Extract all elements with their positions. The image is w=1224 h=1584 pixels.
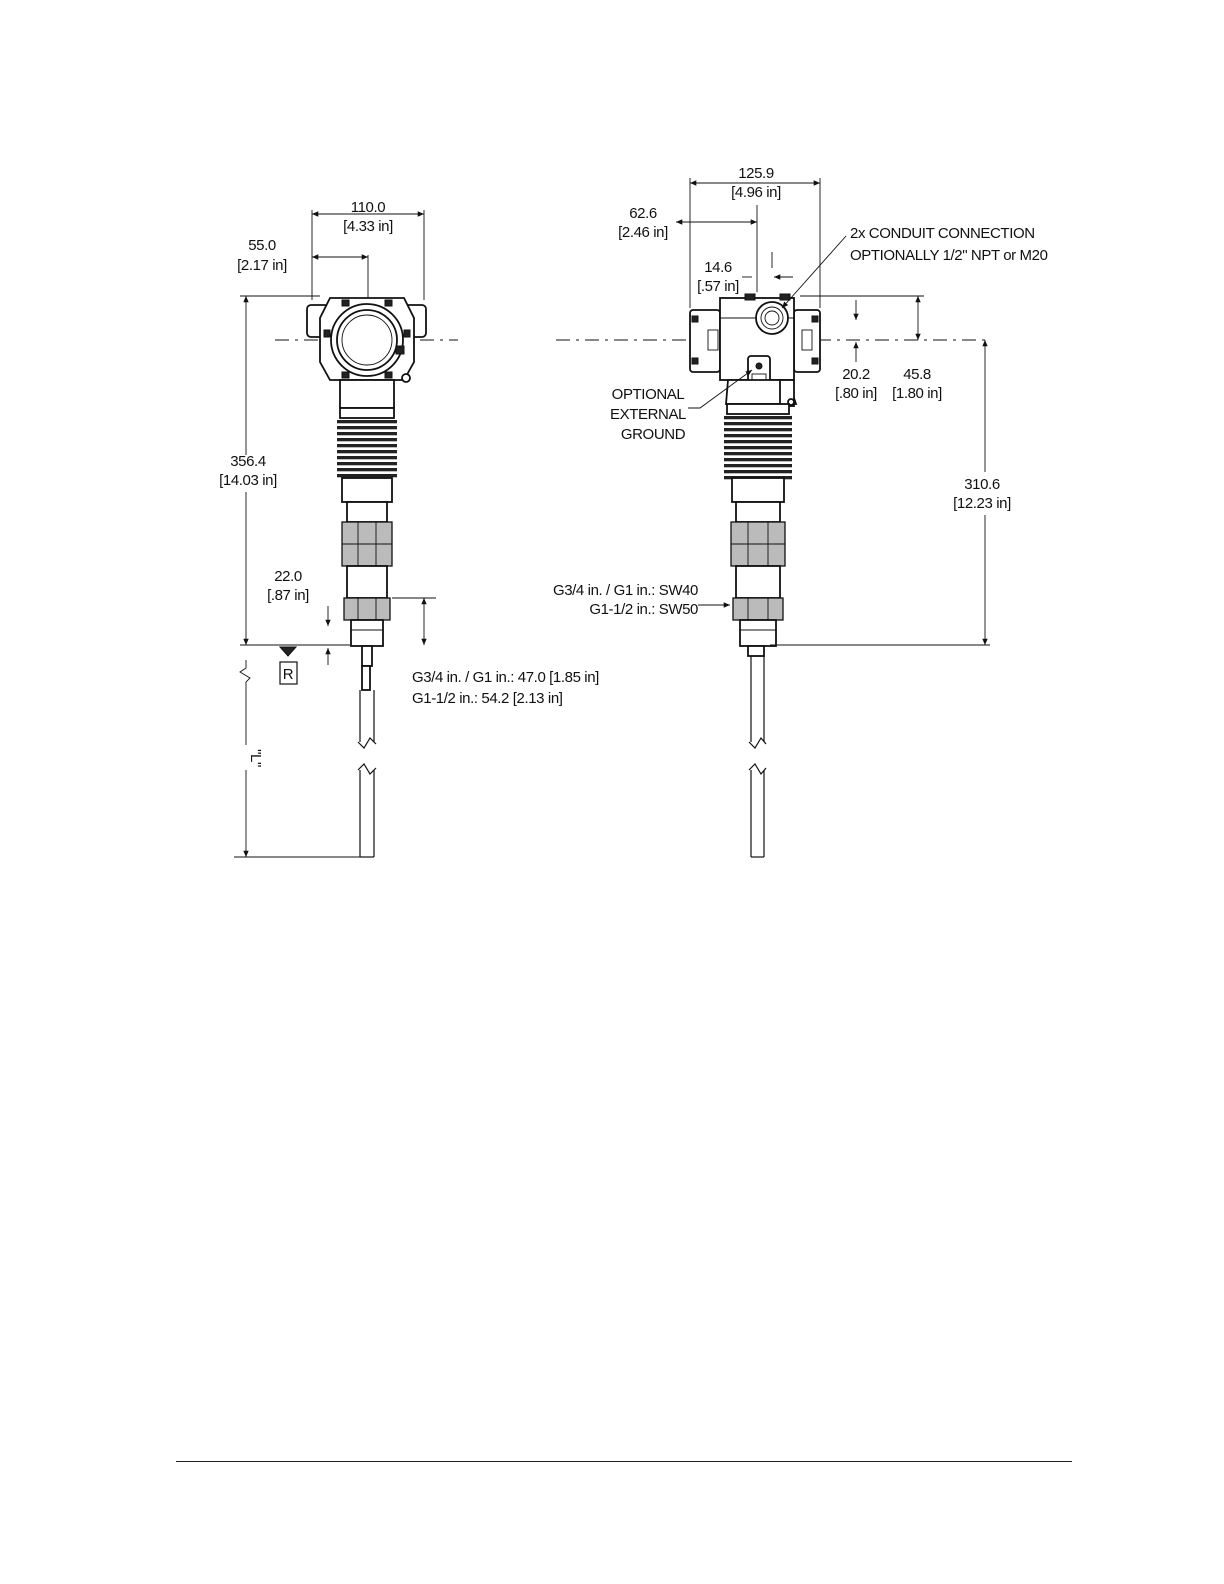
left-fitting-offset-in: [.87 in]: [267, 587, 309, 604]
right-top-height: 45.8: [903, 366, 931, 383]
right-center-height-in: [.80 in]: [835, 385, 877, 402]
cooling-fin: [337, 438, 397, 442]
cooling-fin: [337, 474, 397, 478]
cooling-fin: [724, 434, 792, 438]
cooling-fin: [337, 420, 397, 424]
footer-rule: [176, 1461, 1072, 1462]
left-thread-dim-1: G3/4 in. / G1 in.: 47.0 [1.85 in]: [412, 669, 599, 686]
left-cooling-fins: [337, 407, 397, 503]
right-conduit-offset: 14.6: [704, 259, 732, 276]
cooling-fin: [337, 468, 397, 472]
right-conduit-offset-in: [.57 in]: [697, 278, 739, 295]
right-body-height-in: [12.23 in]: [953, 495, 1011, 512]
probe-length-label: "L": [247, 749, 264, 767]
left-width-total-in: [4.33 in]: [343, 218, 393, 235]
right-width-partial: 62.6: [629, 205, 657, 222]
cooling-fin: [724, 452, 792, 456]
cooling-fin: [724, 416, 792, 420]
right-dimensions: [676, 178, 990, 646]
right-top-height-in: [1.80 in]: [892, 385, 942, 402]
left-fitting: [341, 501, 393, 647]
housing-bolts: [323, 299, 411, 379]
left-thread-dim-2: G1-1/2 in.: 54.2 [2.13 in]: [412, 690, 563, 707]
conduit-note-line-2: OPTIONALLY 1/2" NPT or M20: [850, 247, 1048, 264]
right-body-height: 310.6: [964, 476, 1000, 493]
left-probe: [357, 645, 377, 858]
cooling-fin: [724, 470, 792, 474]
right-width-total-in: [4.96 in]: [731, 184, 781, 201]
cooling-fin: [337, 426, 397, 430]
cooling-fin: [724, 446, 792, 450]
left-width-total: 110.0: [351, 199, 385, 216]
left-height-total-in: [14.03 in]: [219, 472, 277, 489]
cooling-fin: [337, 444, 397, 448]
right-view: 125.9 [4.96 in] 62.6 [2.46 in] 14.6 [.57…: [553, 165, 1048, 858]
cooling-fin: [337, 450, 397, 454]
right-center-height: 20.2: [842, 366, 870, 383]
conduit-note-line-1: 2x CONDUIT CONNECTION: [850, 225, 1035, 242]
right-width-partial-in: [2.46 in]: [618, 224, 668, 241]
cooling-fin: [337, 456, 397, 460]
right-cooling-fins: [724, 403, 792, 503]
cooling-fin: [724, 464, 792, 468]
left-dimensions: [234, 210, 436, 858]
reference-marker: R: [283, 666, 294, 683]
wrench-size-line-1: G3/4 in. / G1 in.: SW40: [553, 582, 698, 599]
right-width-total: 125.9: [738, 165, 774, 182]
right-fitting: [730, 501, 786, 647]
left-width-half-in: [2.17 in]: [237, 257, 287, 274]
ground-note-line-1: OPTIONAL: [612, 386, 685, 403]
cooling-fin: [337, 462, 397, 466]
left-height-total: 356.4: [230, 453, 266, 470]
ground-note-line-3: GROUND: [621, 426, 686, 443]
right-housing: [689, 293, 821, 407]
left-fitting-offset: 22.0: [274, 568, 302, 585]
conduit-connection: [755, 301, 789, 335]
left-width-half: 55.0: [248, 237, 276, 254]
ground-note-line-2: EXTERNAL: [610, 406, 686, 423]
cooling-fin: [724, 458, 792, 462]
right-probe: [747, 645, 767, 858]
cooling-fin: [724, 440, 792, 444]
cooling-fin: [337, 432, 397, 436]
left-housing: [306, 297, 427, 409]
cooling-fin: [724, 422, 792, 426]
wrench-size-line-2: G1-1/2 in.: SW50: [589, 601, 698, 618]
cooling-fin: [724, 428, 792, 432]
left-view: 110.0 [4.33 in] 55.0 [2.17 in] 356.4 [14…: [219, 199, 600, 858]
